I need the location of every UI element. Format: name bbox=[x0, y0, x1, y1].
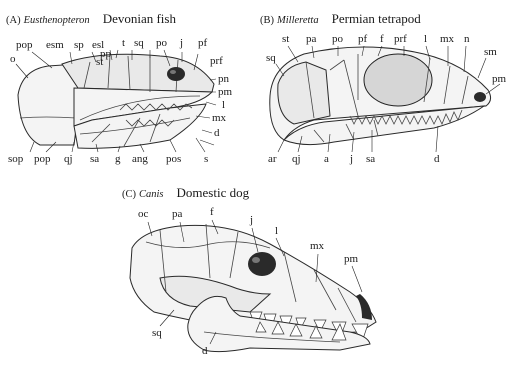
label-a-mx: mx bbox=[212, 113, 226, 124]
label-c-l: l bbox=[275, 226, 278, 237]
label-c-j: j bbox=[250, 215, 253, 226]
label-c-oc: oc bbox=[138, 209, 148, 220]
label-a-st: st bbox=[96, 57, 103, 68]
label-b-sa: sa bbox=[366, 154, 375, 165]
label-a-sp: sp bbox=[74, 40, 84, 51]
label-c-pa: pa bbox=[172, 209, 182, 220]
label-a-pf: pf bbox=[198, 38, 207, 49]
label-a-j: j bbox=[180, 38, 183, 49]
label-b-st: st bbox=[282, 34, 289, 45]
label-c-mx: mx bbox=[310, 241, 324, 252]
panel-a-fish-skull: (A) Eusthenopteron Devonian fish o pop e… bbox=[0, 0, 250, 185]
label-b-l: l bbox=[424, 34, 427, 45]
label-b-pa: pa bbox=[306, 34, 316, 45]
label-a-esm: esm bbox=[46, 40, 64, 51]
label-a-o: o bbox=[10, 54, 16, 65]
label-b-mx: mx bbox=[440, 34, 454, 45]
label-a-ang: ang bbox=[132, 154, 148, 165]
label-a-pm: pm bbox=[218, 87, 232, 98]
label-b-n: n bbox=[464, 34, 470, 45]
label-a-sq: sq bbox=[134, 38, 144, 49]
label-b-po: po bbox=[332, 34, 343, 45]
label-a-s: s bbox=[204, 154, 208, 165]
label-a-sop: sop bbox=[8, 154, 23, 165]
label-b-prf: prf bbox=[394, 34, 407, 45]
label-b-f: f bbox=[380, 34, 384, 45]
label-a-prf: prf bbox=[210, 56, 223, 67]
label-b-sq: sq bbox=[266, 53, 276, 64]
label-a-po: po bbox=[156, 38, 167, 49]
label-b-j: j bbox=[350, 154, 353, 165]
label-b-pf: pf bbox=[358, 34, 367, 45]
label-b-ar: ar bbox=[268, 154, 277, 165]
label-c-pm: pm bbox=[344, 254, 358, 265]
label-c-d: d bbox=[202, 346, 208, 357]
label-a-pn: pn bbox=[218, 74, 229, 85]
label-a-l: l bbox=[222, 100, 225, 111]
panel-c-dog-skull: (C) Canis Domestic dog oc pa f j l mx pm… bbox=[100, 182, 400, 369]
label-a-qj: qj bbox=[64, 154, 73, 165]
label-b-sm: sm bbox=[484, 47, 497, 58]
label-a-pop-bottom: pop bbox=[34, 154, 51, 165]
label-b-qj: qj bbox=[292, 154, 301, 165]
label-a-pop-top: pop bbox=[16, 40, 33, 51]
label-a-pos: pos bbox=[166, 154, 181, 165]
label-c-sq: sq bbox=[152, 328, 162, 339]
label-a-d: d bbox=[214, 128, 220, 139]
label-a-g: g bbox=[115, 154, 121, 165]
label-b-d: d bbox=[434, 154, 440, 165]
label-a-sa: sa bbox=[90, 154, 99, 165]
label-b-a: a bbox=[324, 154, 329, 165]
label-a-t: t bbox=[122, 38, 125, 49]
panel-b-tetrapod-skull: (B) Milleretta Permian tetrapod st pa po… bbox=[254, 0, 511, 185]
label-c-f: f bbox=[210, 207, 214, 218]
label-b-pm: pm bbox=[492, 74, 506, 85]
